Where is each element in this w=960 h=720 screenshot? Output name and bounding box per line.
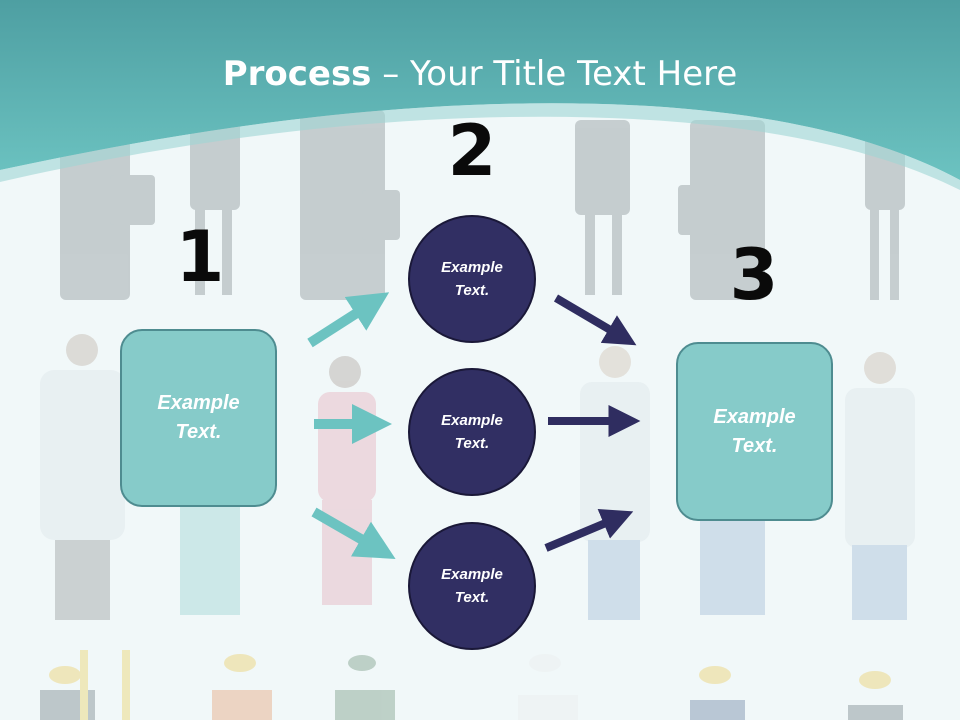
left-step-box-text: Example Text.: [157, 392, 240, 443]
step-number-1: 1: [175, 216, 225, 298]
title-rest: – Your Title Text Here: [371, 54, 738, 94]
slide-title: Process – Your Title Text Here: [0, 52, 960, 96]
title-bold: Process: [222, 54, 372, 94]
step-number-3: 3: [729, 234, 779, 316]
left-step-box: Example Text.: [120, 329, 277, 507]
circle-top-text: Example Text.: [441, 259, 503, 299]
arrow-bottom-to-right: [544, 509, 634, 552]
circle-middle: Example Text.: [408, 368, 536, 496]
arrow-left-to-top: [307, 292, 390, 348]
circle-bottom: Example Text.: [408, 522, 536, 650]
circle-middle-text: Example Text.: [441, 412, 503, 452]
step-number-2: 2: [447, 110, 497, 192]
right-step-box: Example Text.: [676, 342, 833, 521]
right-step-box-text: Example Text.: [713, 405, 796, 457]
header-band: [0, 0, 960, 180]
arrow-left-to-bottom: [311, 507, 396, 559]
circle-top: Example Text.: [408, 215, 536, 343]
arrow-top-to-right: [553, 294, 637, 346]
circle-bottom-text: Example Text.: [441, 566, 503, 606]
